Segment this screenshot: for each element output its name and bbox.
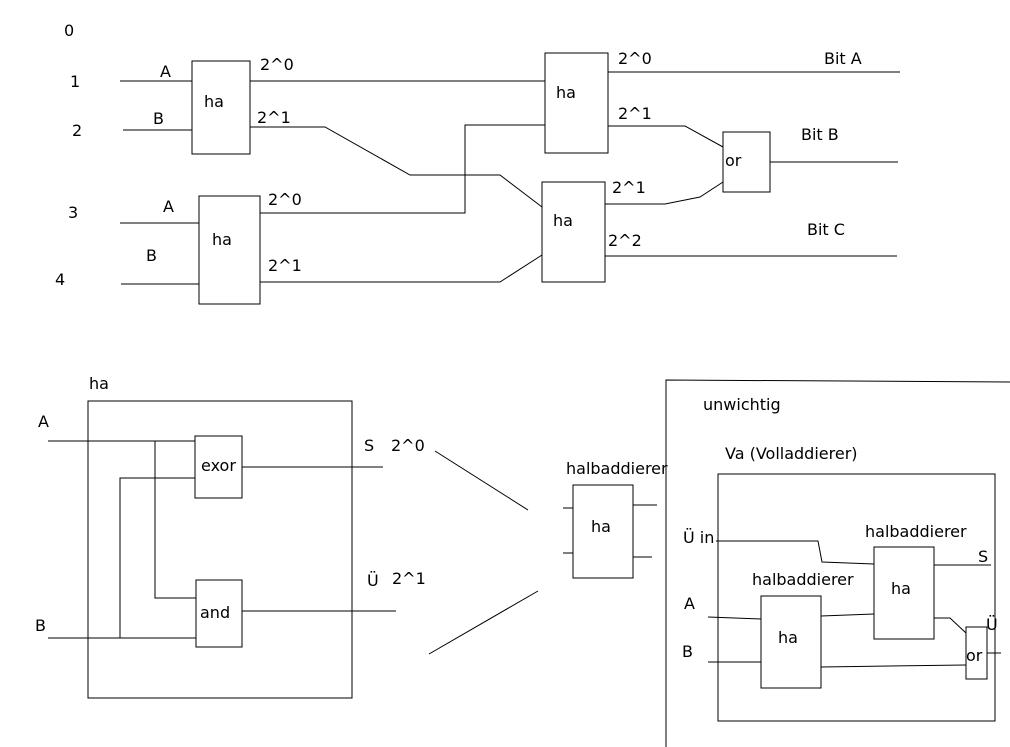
full-adder-ha2-box: [873, 546, 935, 640]
ha-gate-1: [191, 60, 251, 155]
output-bit-c: Bit C: [807, 220, 845, 239]
ha1-out-2p1: 2^1: [257, 108, 291, 127]
pin-b-1: B: [153, 109, 164, 128]
wire-ha3-to-or: [608, 125, 724, 148]
exor-gate: [194, 435, 243, 499]
or-gate: [722, 131, 771, 193]
ha4-out-2p1: 2^1: [612, 178, 646, 197]
ha-detail-title: ha: [89, 374, 109, 393]
wire-a-to-and: [154, 441, 196, 599]
pin-a-2: A: [163, 197, 174, 216]
full-adder-frame: [717, 473, 996, 722]
ha3-out-2p0: 2^0: [618, 49, 652, 68]
wire-ha2-2p1-to-ha4: [260, 254, 543, 283]
wire-ha1-2p1-to-ha4: [250, 126, 543, 208]
ha-detail-input-a: A: [38, 412, 49, 431]
full-adder-ha2-inner: ha: [891, 579, 911, 598]
full-adder-diagram: unwichtig Va (Volladdierer) Ü in A B hal…: [665, 379, 1010, 747]
input-number-2: 2: [72, 121, 82, 140]
sum-label: S: [364, 436, 374, 455]
input-number-0: 0: [64, 21, 74, 40]
full-adder-sum-label: S: [978, 547, 988, 566]
full-adder-ha1-box: [760, 595, 822, 689]
output-bit-b: Bit B: [801, 125, 839, 144]
full-adder-input-b: B: [682, 642, 693, 661]
fa-wire-carry-in: [716, 540, 875, 565]
input-number-3: 3: [68, 203, 78, 222]
sum-power-label: 2^0: [391, 436, 425, 455]
fa-wire-ha1-to-ha2: [820, 613, 875, 617]
ha-gate-4-label: ha: [553, 211, 573, 230]
ha1-out-2p0: 2^0: [260, 55, 294, 74]
ha-gate-2-label: ha: [212, 230, 232, 249]
ha-gate-2: [198, 195, 261, 305]
carry-power-label: 2^1: [392, 569, 426, 588]
halbaddierer-inner-label: ha: [591, 517, 611, 536]
ha-gate-3-label: ha: [556, 83, 576, 102]
full-adder-ha1-inner: ha: [778, 628, 798, 647]
ha2-out-2p0: 2^0: [268, 190, 302, 209]
halbaddierer-symbol: halbaddierer ha: [563, 459, 668, 579]
halbaddierer-box: [572, 484, 634, 579]
pointer-line-top: [434, 450, 529, 511]
ha-gate-1-label: ha: [204, 92, 224, 111]
full-adder-carry-in: Ü in: [683, 528, 714, 547]
fa-wire-ha1-to-or: [820, 664, 967, 668]
carry-label: Ü: [367, 571, 379, 590]
input-number-1: 1: [70, 72, 80, 91]
wire-ha4-to-or: [605, 181, 724, 205]
input-number-4: 4: [55, 270, 65, 289]
and-gate-label: and: [200, 603, 230, 622]
wire-ha2-2p0-to-ha3: [260, 124, 545, 214]
full-adder-ha2-label: halbaddierer: [865, 522, 967, 541]
output-bit-a: Bit A: [824, 49, 862, 68]
ha-gate-4: [541, 181, 606, 283]
full-adder-outer-frame: [665, 379, 1010, 747]
pin-b-2: B: [146, 246, 157, 265]
ha2-out-2p1: 2^1: [268, 256, 302, 275]
full-adder-title: Va (Volladdierer): [725, 444, 858, 463]
ha4-out-2p2: 2^2: [608, 231, 642, 250]
full-adder-carry-out-label: Ü: [986, 615, 998, 634]
wire-b-to-exor: [119, 477, 195, 638]
and-gate: [195, 579, 243, 648]
pin-a-1: A: [160, 62, 171, 81]
ha-detail-input-b: B: [35, 616, 46, 635]
halbaddierer-label: halbaddierer: [566, 459, 668, 478]
pointer-line-bottom: [428, 590, 539, 655]
exor-gate-label: exor: [201, 456, 236, 475]
ha-gate-3: [544, 52, 609, 154]
top-circuit: 0 1 2 3 4 ha A B 2^0 2^1 ha A B 2^0 2^1 …: [55, 21, 900, 305]
or-gate-label: or: [725, 151, 742, 170]
ha-detail-diagram: ha A B exor and S 2^0 Ü 2^1: [35, 374, 539, 699]
full-adder-note: unwichtig: [703, 395, 781, 414]
fa-wire-ha2-to-or: [934, 617, 967, 634]
full-adder-or-label: or: [966, 646, 983, 665]
fa-wire-a: [707, 616, 762, 620]
full-adder-ha1-label: halbaddierer: [752, 570, 854, 589]
ha3-out-2p1: 2^1: [618, 104, 652, 123]
full-adder-input-a: A: [684, 594, 695, 613]
